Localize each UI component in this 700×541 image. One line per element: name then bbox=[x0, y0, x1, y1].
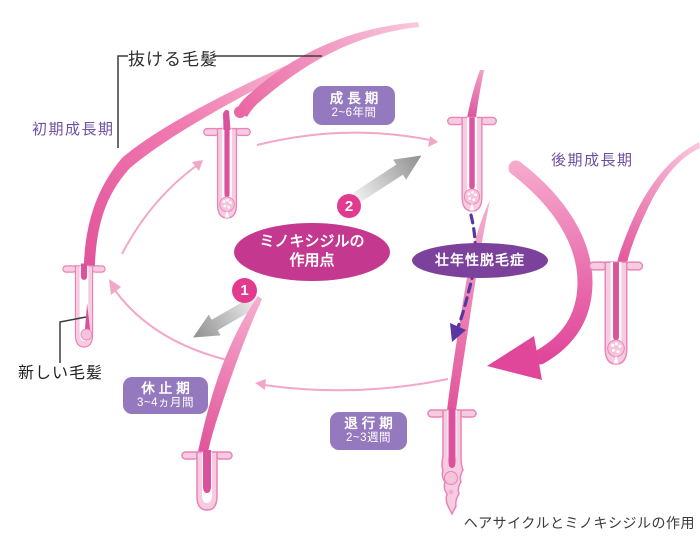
hair-strand-rest bbox=[198, 296, 262, 452]
early-growth-phase-label: 初期成長期 bbox=[32, 121, 115, 138]
regression-stage-box: 退行期 2~3週間 bbox=[330, 412, 407, 450]
follicle-late-growth bbox=[588, 261, 644, 365]
follicle-rest bbox=[181, 450, 233, 511]
regression-transition-arrow bbox=[487, 160, 593, 380]
growth-stage-duration: 2~6年間 bbox=[331, 106, 377, 119]
minoxidil-action-line2: 作用点 bbox=[289, 252, 335, 269]
hair-strand-growth bbox=[467, 70, 484, 118]
rest-stage-box: 休止期 3~4ヵ月間 bbox=[123, 377, 208, 414]
falling-hair-pointer-line bbox=[117, 55, 322, 148]
alopecia-ellipse: 壮年性脱毛症 bbox=[412, 243, 548, 278]
hair-strand-falling bbox=[234, 22, 419, 118]
marker-2-badge: 2 bbox=[337, 194, 361, 218]
hair-strand-late-growth bbox=[617, 142, 700, 263]
new-hair-pointer-line bbox=[59, 316, 87, 363]
figure-caption: ヘアサイクルとミノキシジルの作用 bbox=[463, 515, 695, 531]
rest-stage-name: 休止期 bbox=[141, 380, 194, 396]
hair-strand-regression bbox=[447, 200, 490, 410]
cycle-arrow-regression-to-rest bbox=[255, 378, 449, 392]
new-hair-label: 新しい毛髪 bbox=[18, 365, 104, 382]
minoxidil-action-line1: ミノキシジルの bbox=[259, 233, 365, 251]
growth-stage-name: 成長期 bbox=[329, 90, 383, 106]
regression-stage-duration: 2~3週間 bbox=[345, 432, 391, 445]
late-growth-phase-label: 後期成長期 bbox=[551, 152, 634, 169]
follicle-regression bbox=[427, 408, 477, 516]
minoxidil-action-ellipse: ミノキシジルの 作用点 bbox=[234, 223, 390, 281]
follicle-early-growth bbox=[62, 263, 106, 348]
cycle-arrow-growth-top bbox=[256, 131, 438, 147]
minoxidil-arrow-2 bbox=[352, 155, 422, 204]
cycle-arrow-rest-to-early-growth bbox=[109, 279, 232, 362]
alopecia-label: 壮年性脱毛症 bbox=[435, 251, 525, 268]
marker-1-badge: 1 bbox=[232, 278, 257, 303]
regression-stage-name: 退行期 bbox=[344, 416, 397, 431]
growth-stage-box: 成長期 2~6年間 bbox=[313, 86, 395, 125]
hair-strand-early-growth bbox=[84, 45, 334, 270]
follicle-growth-start bbox=[203, 110, 251, 219]
cycle-arrow-early-growth-to-growth bbox=[121, 160, 203, 255]
rest-stage-duration: 3~4ヵ月間 bbox=[136, 396, 194, 409]
alopecia-dashed-arrow bbox=[450, 213, 477, 342]
minoxidil-arrow-1 bbox=[193, 294, 261, 338]
follicle-growth bbox=[447, 116, 497, 212]
falling-hair-label: 抜ける毛髪 bbox=[128, 50, 218, 69]
